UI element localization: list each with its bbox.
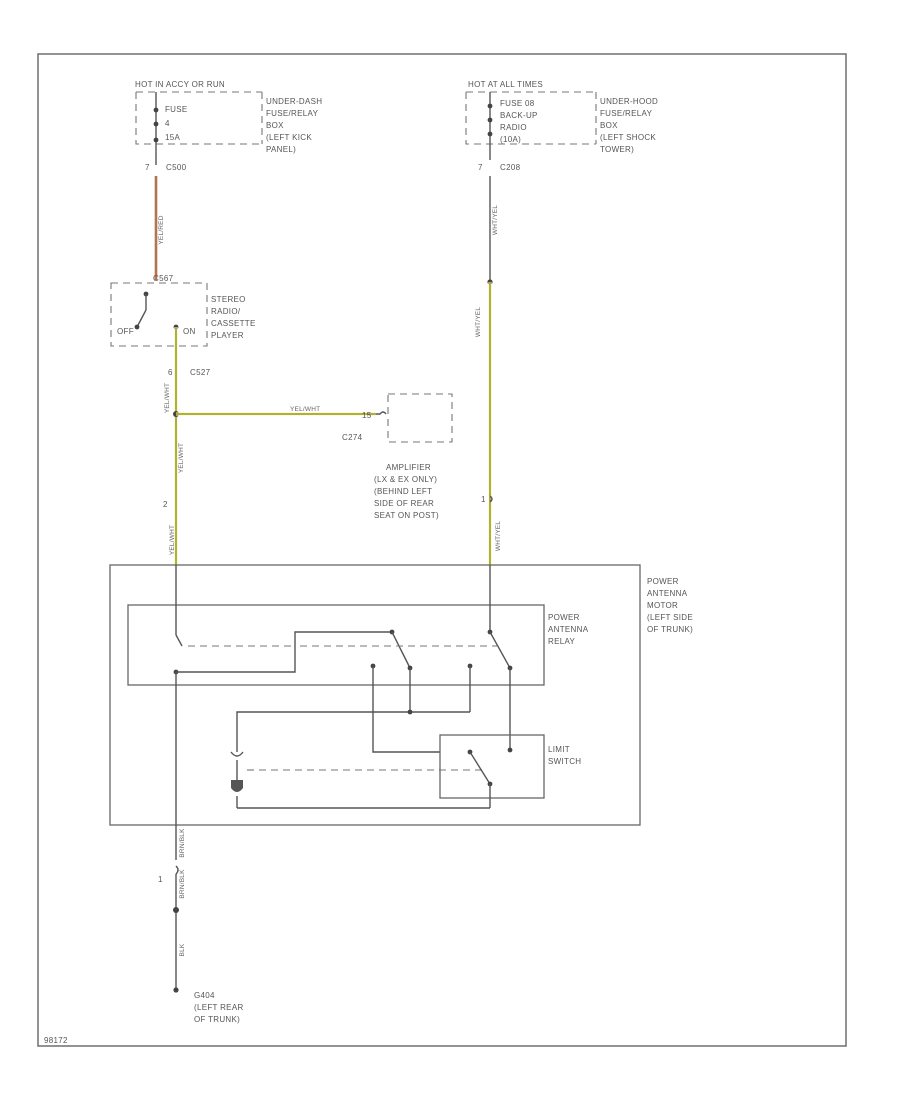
- radio-label-1: STEREO: [211, 295, 246, 304]
- right-fuse-connector: C208: [500, 163, 521, 172]
- left-fuse-line-3: 15A: [165, 133, 180, 142]
- right-fuse-box: [465, 91, 597, 145]
- left-fuse-connector: C500: [166, 163, 187, 172]
- limit-switch-label-2: SWITCH: [548, 757, 581, 766]
- left-fuse-line-2: 4: [165, 119, 170, 128]
- left-fuse-block: HOT IN ACCY OR RUN FUSE 4 15A UNDER-DASH…: [135, 80, 322, 172]
- radio-switch-on: ON: [183, 327, 196, 336]
- antenna-relay-label-2: ANTENNA: [548, 625, 589, 634]
- right-fuse-block: HOT AT ALL TIMES FUSE 08 BACK-UP RADIO (…: [465, 80, 658, 172]
- yel-wire-upper-label: YEL/WHT: [164, 383, 171, 413]
- ground-connector-label: G404: [194, 991, 215, 1000]
- right-fuse-loc-4: (LEFT SHOCK: [600, 133, 656, 142]
- right-fuse-line-1: FUSE 08: [500, 99, 535, 108]
- ground-location-2: OF TRUNK): [194, 1015, 240, 1024]
- orange-wire-label: YEL/RED: [158, 215, 165, 244]
- right-fuse-line-4: (10A): [500, 135, 521, 144]
- antenna-motor-label-1: POWER: [647, 577, 679, 586]
- radio-block: C567 OFF ON STEREO RADIO/ CASSETTE PLAYE…: [110, 274, 256, 347]
- amplifier-block: C274 AMPLIFIER (LX & EX ONLY) (BEHIND LE…: [342, 393, 453, 520]
- diagram-frame: [37, 53, 847, 1047]
- antenna-pin-left: 2: [163, 500, 168, 509]
- amplifier-connector: C274: [342, 433, 363, 442]
- antenna-pin-right: 1: [481, 495, 486, 504]
- amplifier-label-4: SIDE OF REAR: [374, 499, 434, 508]
- footer-code: 98172: [44, 1036, 68, 1045]
- white-wire-upper-label: WHT/YEL: [492, 205, 499, 235]
- left-fuse-header: HOT IN ACCY OR RUN: [135, 80, 225, 89]
- limit-switch-box: [439, 734, 545, 799]
- right-fuse-header: HOT AT ALL TIMES: [468, 80, 543, 89]
- antenna-relay-label-3: RELAY: [548, 637, 576, 646]
- white-wire-mid-label: WHT/YEL: [475, 307, 482, 337]
- yel-wire-lower-label: YEL/WHT: [169, 525, 176, 555]
- yel-wire-mid-label: YEL/WHT: [178, 443, 185, 473]
- right-fuse-pin: 7: [478, 163, 483, 172]
- left-fuse-loc-1: UNDER-DASH: [266, 97, 322, 106]
- motor-symbol: [231, 780, 243, 792]
- right-fuse-loc-1: UNDER-HOOD: [600, 97, 658, 106]
- antenna-motor-box: [109, 564, 641, 826]
- amplifier-label-5: SEAT ON POST): [374, 511, 439, 520]
- left-fuse-line-1: FUSE: [165, 105, 188, 114]
- right-fuse-loc-2: FUSE/RELAY: [600, 109, 653, 118]
- radio-connector-2: C527: [190, 368, 211, 377]
- antenna-relay-label-1: POWER: [548, 613, 580, 622]
- radio-label-2: RADIO/: [211, 307, 241, 316]
- left-fuse-loc-4: (LEFT KICK: [266, 133, 312, 142]
- antenna-relay-box: [127, 604, 545, 686]
- amplifier-box: [387, 393, 453, 443]
- antenna-motor-label-3: MOTOR: [647, 601, 678, 610]
- ground-pin: 1: [158, 875, 163, 884]
- white-wire-lower-label: WHT/YEL: [495, 521, 502, 551]
- limit-switch-label-1: LIMIT: [548, 745, 570, 754]
- amplifier-label-3: (BEHIND LEFT: [374, 487, 432, 496]
- right-fuse-line-3: RADIO: [500, 123, 527, 132]
- amplifier-pin: 15: [362, 411, 372, 420]
- antenna-motor-label-2: ANTENNA: [647, 589, 688, 598]
- ground-location-1: (LEFT REAR: [194, 1003, 244, 1012]
- radio-label-4: PLAYER: [211, 331, 244, 340]
- amplifier-label-2: (LX & EX ONLY): [374, 475, 437, 484]
- blk-wire-lower-label: BLK: [179, 943, 186, 956]
- left-fuse-loc-5: PANEL): [266, 145, 296, 154]
- antenna-motor-label-4: (LEFT SIDE: [647, 613, 693, 622]
- radio-pin: 6: [168, 368, 173, 377]
- radio-box: [110, 282, 208, 347]
- right-fuse-loc-5: TOWER): [600, 145, 634, 154]
- left-fuse-loc-3: BOX: [266, 121, 284, 130]
- left-fuse-pin: 7: [145, 163, 150, 172]
- amplifier-wire-label: YEL/WHT: [290, 406, 320, 413]
- antenna-motor-label-5: OF TRUNK): [647, 625, 693, 634]
- ground-block: BRN/BLK 1 BRN/BLK BLK G404 (LEFT REAR OF…: [158, 828, 244, 1024]
- radio-connector: C567: [153, 274, 174, 283]
- blk-wire-mid-label: BRN/BLK: [179, 869, 186, 899]
- blk-wire-upper-label: BRN/BLK: [179, 828, 186, 858]
- radio-label-3: CASSETTE: [211, 319, 256, 328]
- amplifier-label-1: AMPLIFIER: [386, 463, 431, 472]
- right-fuse-loc-3: BOX: [600, 121, 618, 130]
- right-fuse-line-2: BACK-UP: [500, 111, 538, 120]
- left-fuse-box: [135, 91, 263, 145]
- left-fuse-loc-2: FUSE/RELAY: [266, 109, 319, 118]
- antenna-motor-block: POWER ANTENNA MOTOR (LEFT SIDE OF TRUNK)…: [109, 564, 693, 860]
- radio-switch-off: OFF: [117, 327, 134, 336]
